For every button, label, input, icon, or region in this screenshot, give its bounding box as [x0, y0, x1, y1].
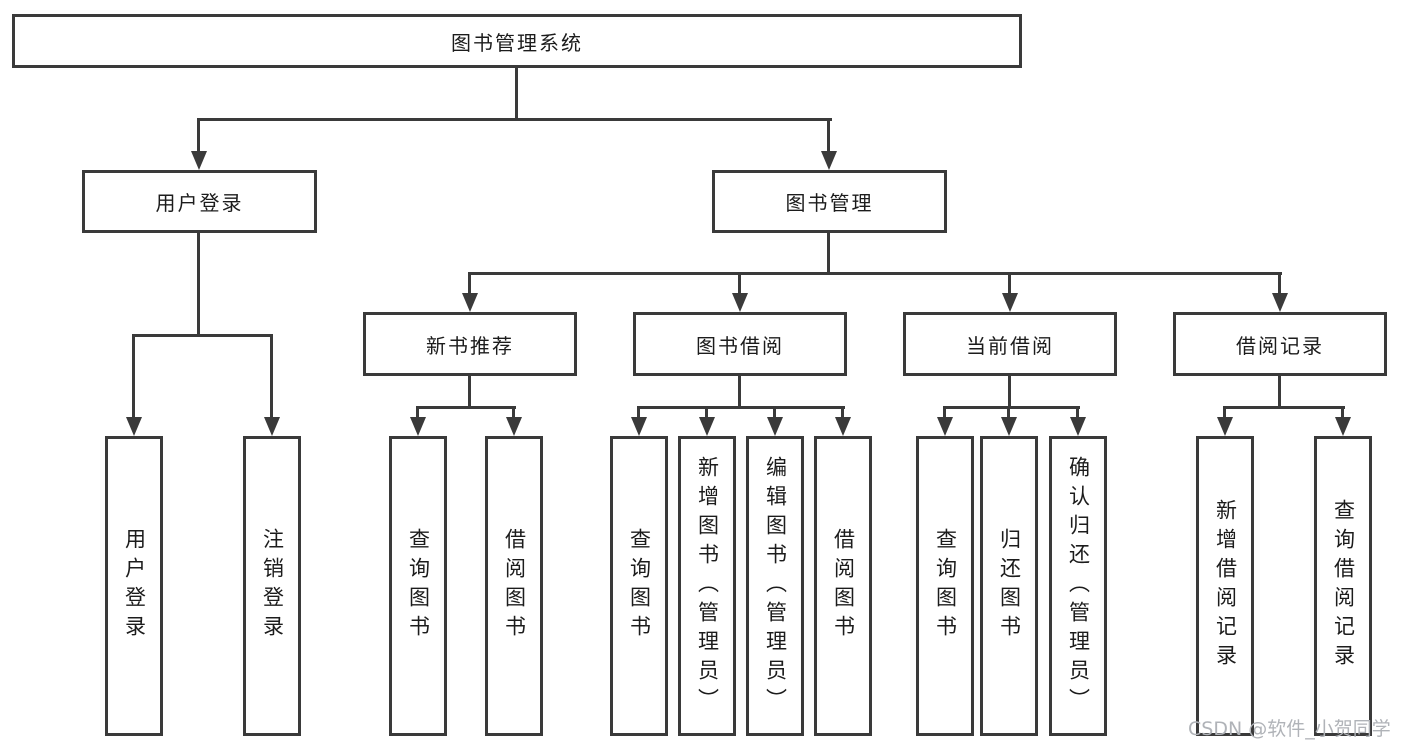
- node-current-query-book: 查询图书: [916, 436, 974, 736]
- node-return-book: 归还图书: [980, 436, 1038, 736]
- connector-line: [738, 376, 741, 409]
- connector-arrowhead: [767, 417, 783, 436]
- node-label: 新书推荐: [426, 333, 514, 358]
- node-query-borrow-record: 查询借阅记录: [1314, 436, 1372, 736]
- node-label: 图书管理: [785, 191, 874, 215]
- node-label: 用户登录: [122, 528, 147, 644]
- node-user-login-action: 用户登录: [105, 436, 163, 736]
- node-label: 当前借阅: [966, 333, 1054, 358]
- connector-line: [468, 272, 471, 295]
- connector-arrowhead: [462, 293, 478, 312]
- connector-arrowhead: [821, 151, 837, 170]
- node-recommend-borrow-book: 借阅图书: [485, 436, 543, 736]
- node-label: 查询图书: [933, 528, 958, 644]
- node-label: 查询图书: [406, 528, 431, 644]
- node-book-borrow: 图书借阅: [633, 312, 847, 376]
- node-label: 借阅记录: [1236, 333, 1324, 358]
- node-label: 查询图书: [627, 528, 652, 644]
- connector-arrowhead: [1001, 417, 1017, 436]
- connector-arrowhead: [506, 417, 522, 436]
- connector-arrowhead: [699, 417, 715, 436]
- connector-line: [1278, 272, 1281, 295]
- node-borrow-borrow-book: 借阅图书: [814, 436, 872, 736]
- node-label: 图书管理系统: [451, 30, 583, 55]
- connector-line: [197, 233, 200, 336]
- connector-line: [515, 68, 518, 120]
- connector-line: [132, 334, 273, 337]
- connector-line: [943, 406, 1080, 409]
- node-user-login: 用户登录: [82, 170, 317, 233]
- connector-line: [270, 334, 273, 418]
- connector-line: [1341, 406, 1344, 419]
- node-label: 新增图书（管理员）: [695, 455, 720, 717]
- node-borrow-records: 借阅记录: [1173, 312, 1387, 376]
- connector-line: [512, 406, 515, 419]
- node-label: 图书借阅: [696, 333, 784, 358]
- connector-line: [198, 118, 832, 121]
- connector-arrowhead: [1217, 417, 1233, 436]
- node-current-borrow: 当前借阅: [903, 312, 1117, 376]
- node-logout-action: 注销登录: [243, 436, 301, 736]
- connector-line: [841, 406, 844, 419]
- node-label: 借阅图书: [831, 528, 856, 644]
- connector-line: [468, 376, 471, 409]
- node-label: 借阅图书: [502, 528, 527, 644]
- connector-line: [827, 118, 830, 152]
- node-label: 用户登录: [155, 191, 244, 215]
- connector-arrowhead: [835, 417, 851, 436]
- connector-line: [197, 118, 200, 152]
- connector-arrowhead: [1272, 293, 1288, 312]
- connector-arrowhead: [1070, 417, 1086, 436]
- csdn-watermark: CSDN @软件_小贺同学: [1188, 718, 1391, 740]
- connector-line: [416, 406, 419, 419]
- connector-line: [1076, 406, 1079, 419]
- node-recommend-query-book: 查询图书: [389, 436, 447, 736]
- connector-arrowhead: [126, 417, 142, 436]
- node-confirm-return-admin: 确认归还（管理员）: [1049, 436, 1107, 736]
- connector-arrowhead: [264, 417, 280, 436]
- connector-line: [773, 406, 776, 419]
- connector-line: [827, 233, 830, 274]
- connector-line: [132, 334, 135, 418]
- node-add-book-admin: 新增图书（管理员）: [678, 436, 736, 736]
- node-label: 注销登录: [260, 528, 285, 644]
- connector-line: [416, 406, 516, 409]
- connector-arrowhead: [937, 417, 953, 436]
- connector-arrowhead: [410, 417, 426, 436]
- connector-line: [1223, 406, 1345, 409]
- connector-arrowhead: [191, 151, 207, 170]
- node-new-book-recommend: 新书推荐: [363, 312, 577, 376]
- node-label: 新增借阅记录: [1213, 499, 1238, 673]
- connector-arrowhead: [631, 417, 647, 436]
- connector-arrowhead: [1002, 293, 1018, 312]
- node-label: 编辑图书（管理员）: [763, 455, 788, 717]
- connector-line: [637, 406, 845, 409]
- connector-line: [1008, 272, 1011, 295]
- connector-line: [637, 406, 640, 419]
- node-label: 归还图书: [997, 528, 1022, 644]
- node-library-management-system: 图书管理系统: [12, 14, 1022, 68]
- node-edit-book-admin: 编辑图书（管理员）: [746, 436, 804, 736]
- node-label: 确认归还（管理员）: [1066, 455, 1091, 717]
- node-borrow-query-book: 查询图书: [610, 436, 668, 736]
- connector-line: [1007, 406, 1010, 419]
- connector-arrowhead: [1335, 417, 1351, 436]
- connector-line: [943, 406, 946, 419]
- connector-line: [705, 406, 708, 419]
- node-add-borrow-record: 新增借阅记录: [1196, 436, 1254, 736]
- node-book-management: 图书管理: [712, 170, 947, 233]
- connector-line: [468, 272, 1282, 275]
- connector-arrowhead: [732, 293, 748, 312]
- connector-line: [1278, 376, 1281, 409]
- connector-line: [738, 272, 741, 295]
- connector-line: [1223, 406, 1226, 419]
- connector-line: [1008, 376, 1011, 409]
- node-label: 查询借阅记录: [1331, 499, 1356, 673]
